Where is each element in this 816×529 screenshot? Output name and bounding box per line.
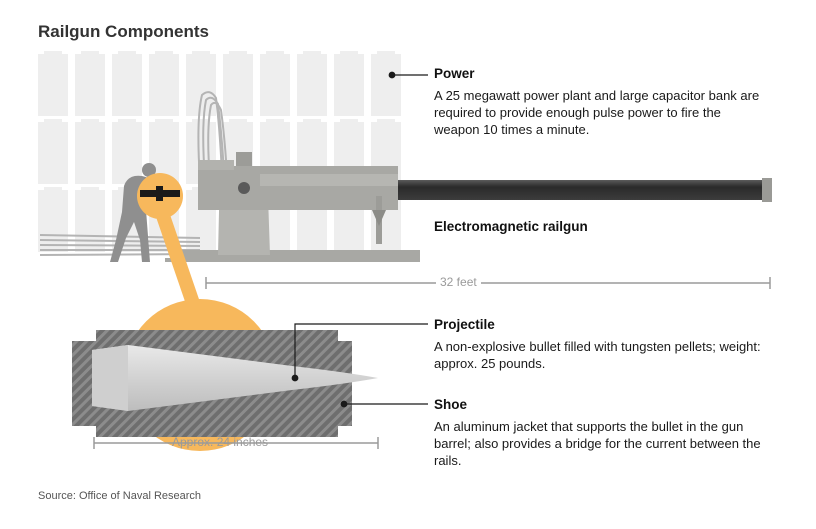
capacitor-cell-tab: [229, 119, 247, 123]
capacitor-cell-tab: [118, 119, 136, 123]
shoe-description: An aluminum jacket that supports the bul…: [434, 419, 761, 468]
capacitor-cell-tab: [303, 51, 321, 55]
capacitor-cell: [371, 54, 401, 116]
capacitor-cell-tab: [377, 119, 395, 123]
diagram-title: Railgun Components: [38, 22, 209, 41]
capacitor-cell-tab: [340, 51, 358, 55]
capacitor-cell: [75, 54, 105, 116]
projectile-label: Projectile: [434, 317, 495, 332]
capacitor-cell: [149, 54, 179, 116]
capacitor-cell-tab: [44, 187, 62, 191]
capacitor-cell-tab: [266, 119, 284, 123]
source-credit: Source: Office of Naval Research: [38, 490, 202, 502]
capacitor-cell-tab: [192, 51, 210, 55]
capacitor-cell-tab: [229, 51, 247, 55]
capacitor-cell-tab: [377, 51, 395, 55]
gun-length-dimension: [205, 277, 771, 289]
capacitor-cell-tab: [266, 51, 284, 55]
power-description: A 25 megawatt power plant and large capa…: [434, 88, 760, 137]
leader-lines: [291, 71, 428, 408]
capacitor-cell-tab: [44, 119, 62, 123]
capacitor-cell: [38, 122, 68, 184]
capacitor-cell-tab: [192, 119, 210, 123]
breech-highlight: [137, 173, 203, 315]
capacitor-cell-tab: [118, 51, 136, 55]
capacitor-cell-tab: [303, 119, 321, 123]
capacitor-cell-tab: [81, 119, 99, 123]
capacitor-cell: [38, 190, 68, 252]
shoe-label: Shoe: [434, 397, 468, 412]
capacitor-cell: [75, 190, 105, 252]
power-label: Power: [434, 66, 475, 81]
capacitor-cell-tab: [340, 119, 358, 123]
railgun-barrel: [398, 178, 772, 202]
gun-length-label: 32 feet: [436, 275, 481, 289]
railgun-label: Electromagnetic railgun: [434, 219, 588, 234]
capacitor-cell: [260, 54, 290, 116]
capacitor-cell-tab: [44, 51, 62, 55]
capacitor-cell: [297, 54, 327, 116]
capacitor-cell-tab: [155, 51, 173, 55]
capacitor-cell: [334, 54, 364, 116]
capacitor-cell: [38, 54, 68, 116]
projectile-length-label: Approx. 24 inches: [172, 435, 269, 449]
capacitor-cell: [223, 54, 253, 116]
capacitor-cell: [112, 122, 142, 184]
railgun-structure: [165, 152, 420, 262]
capacitor-cell: [75, 122, 105, 184]
projectile-description: A non-explosive bullet filled with tungs…: [434, 339, 761, 371]
capacitor-cell-tab: [155, 119, 173, 123]
capacitor-cell-tab: [81, 187, 99, 191]
capacitor-cell: [112, 54, 142, 116]
capacitor-cell-tab: [81, 51, 99, 55]
projectile-length-dimension: [93, 437, 379, 449]
projectile-detail: [72, 299, 378, 451]
